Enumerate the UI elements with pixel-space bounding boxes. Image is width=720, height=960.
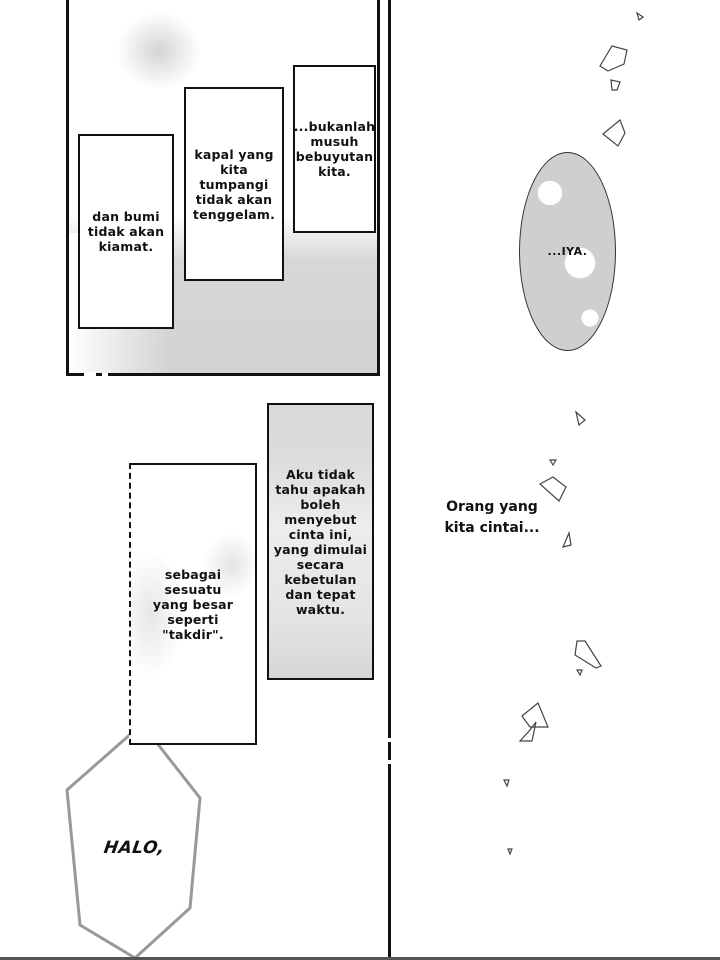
- caption-box-3: ...bukanlah musuh bebuyutan kita.: [293, 65, 376, 233]
- speech-bubble-text: HALO,: [102, 838, 167, 858]
- caption-box-5: Aku tidak tahu apakah boleh menyebut cin…: [267, 403, 374, 680]
- panel-border-gap: [84, 372, 96, 377]
- oval-bubble-text: ...IYA.: [547, 245, 588, 258]
- caption-box-2: kapal yang kita tumpangi tidak akan teng…: [184, 87, 284, 281]
- panel-border-gap: [102, 372, 108, 377]
- panel-divider-line: [388, 0, 391, 960]
- narration-text: Orang yang kita cintai...: [444, 499, 540, 536]
- caption-box-1: dan bumi tidak akan kiamat.: [78, 134, 174, 329]
- oval-speech-bubble: ...IYA.: [519, 152, 616, 351]
- page-bottom-edge: [0, 957, 720, 960]
- divider-gap: [387, 760, 392, 764]
- caption-box-4: sebagai sesuatu yang besar seperti "takd…: [129, 463, 257, 745]
- divider-gap: [387, 738, 392, 742]
- shard-shapes: [503, 11, 645, 856]
